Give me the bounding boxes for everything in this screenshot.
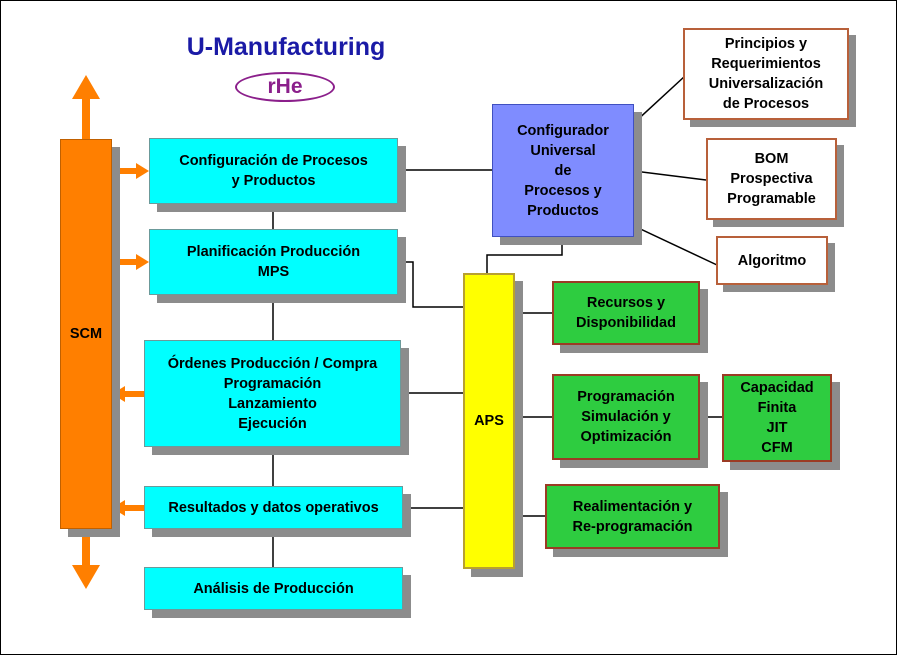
scm-bar: SCM (60, 139, 112, 529)
principios-box: Principios y Requerimientos Universaliza… (683, 28, 849, 120)
analisis-label: Análisis de Producción (193, 580, 354, 597)
connector-configurador-bom (633, 170, 707, 181)
bom-box: BOM Prospectiva Programable (706, 138, 837, 220)
programacion-sim-label: Programación Simulación y Optimización (577, 389, 675, 445)
subtitle-oval: rHe (235, 72, 335, 102)
realimentacion-label: Realimentación y Re-programación (572, 498, 693, 535)
algoritmo-label: Algoritmo (737, 252, 807, 269)
arrow-scm-to-planificacion (112, 254, 149, 270)
capacidad-label: Capacidad Finita JIT CFM (740, 380, 814, 456)
principios-label: Principios y Requerimientos Universaliza… (708, 36, 824, 112)
programacion-sim-box: Programación Simulación y Optimización (552, 374, 700, 460)
connector-configurador-principios (633, 75, 686, 124)
algoritmo-box: Algoritmo (716, 236, 828, 285)
analisis-box: Análisis de Producción (144, 567, 403, 610)
arrow-ordenes-to-scm (112, 386, 144, 402)
recursos-label: Recursos y Disponibilidad (576, 295, 676, 331)
diagram-title: U-Manufacturing (186, 33, 386, 61)
scm-up-arrow (72, 75, 100, 139)
aps-box: APS (463, 273, 515, 569)
connector-configurador-aps (486, 237, 563, 273)
ordenes-label: Órdenes Producción / Compra Programación… (167, 355, 378, 432)
arrow-scm-to-config (112, 163, 149, 179)
resultados-label: Resultados y datos operativos (168, 499, 379, 516)
capacidad-box: Capacidad Finita JIT CFM (722, 374, 832, 462)
scm-down-arrow (72, 529, 100, 589)
arrow-resultados-to-scm (112, 500, 144, 516)
configurador-label: Configurador Universal de Procesos y Pro… (517, 122, 609, 219)
ordenes-box: Órdenes Producción / Compra Programación… (144, 340, 401, 447)
aps-label: APS (474, 413, 504, 429)
config-procesos-box: Configuración de Procesos y Productos (149, 138, 398, 204)
configurador-box: Configurador Universal de Procesos y Pro… (492, 104, 634, 237)
scm-label: SCM (69, 326, 103, 342)
subtitle-label: rHe (267, 75, 303, 98)
config-procesos-label: Configuración de Procesos y Productos (179, 153, 368, 189)
planificacion-label: Planificación Producción MPS (186, 244, 361, 280)
realimentacion-box: Realimentación y Re-programación (545, 484, 720, 549)
connector-configurador-algoritmo (633, 225, 718, 266)
recursos-box: Recursos y Disponibilidad (552, 281, 700, 345)
resultados-box: Resultados y datos operativos (144, 486, 403, 529)
connector-planificacion-aps (398, 261, 463, 308)
planificacion-box: Planificación Producción MPS (149, 229, 398, 295)
bom-label: BOM Prospectiva Programable (727, 151, 816, 207)
